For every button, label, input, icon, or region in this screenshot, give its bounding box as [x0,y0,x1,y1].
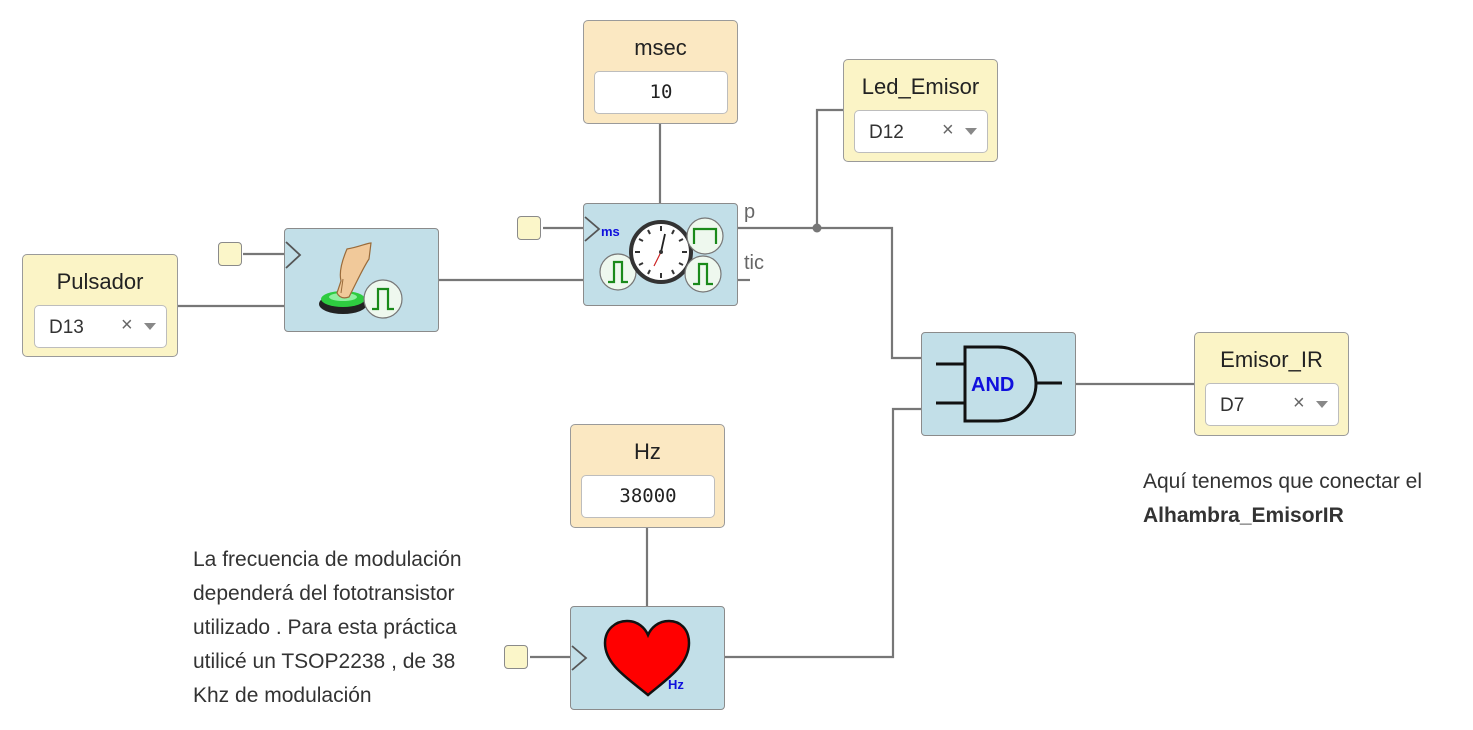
connect-comment: Aquí tenemos que conectar el Alhambra_Em… [1143,465,1422,533]
pulse-icon [684,255,722,293]
connect-comment-line: Aquí tenemos que conectar el [1143,470,1423,493]
clock-input-triangle [584,216,601,242]
pulsador-pin-value: D13 [49,317,84,338]
heart-icon [603,619,691,697]
button-module-art [285,241,403,319]
emisor-ir-output-block[interactable]: Emisor_IR D7 × [1194,332,1349,436]
and-gate-label: AND [971,374,1014,396]
frequency-comment-line: Khz de modulación [193,684,372,707]
led-emisor-pin-select[interactable]: D12 × [854,110,988,153]
timer-port-p: p [744,201,756,223]
clear-icon[interactable]: × [942,119,954,141]
chevron-down-icon[interactable] [1316,401,1328,408]
frequency-comment-line: La frecuencia de modulación [193,548,462,571]
connect-comment-bold: Alhambra_EmisorIR [1143,504,1344,527]
timer-module-art: ms [584,216,724,293]
heart-module-art: Hz [571,619,691,697]
clock-input-square-timer[interactable] [517,216,541,240]
hz-label: Hz [634,439,661,464]
frequency-comment-line: dependerá del fototransistor [193,582,455,605]
and-gate-module[interactable]: AND [921,332,1076,436]
led-emisor-output-block[interactable]: Led_Emisor D12 × [843,59,998,162]
frequency-generator-module[interactable]: Hz [570,606,725,710]
pulse-icon [363,279,403,319]
clock-input-triangle [285,241,302,269]
clock-input-square-button[interactable] [218,242,242,266]
frequency-comment-line: utilizado . Para esta práctica [193,616,457,639]
msec-label: msec [634,35,687,60]
wire-junction [812,223,822,233]
pulse-icon [599,253,637,291]
emisor-ir-pin-select[interactable]: D7 × [1205,383,1339,426]
clock-input-triangle [571,645,588,671]
timer-port-tic: tic [744,252,764,274]
hz-constant-block[interactable]: Hz 38000 [570,424,725,528]
heart-tag: Hz [668,677,684,692]
frequency-comment-line: utilicé un TSOP2238 , de 38 [193,650,456,673]
msec-constant-block[interactable]: msec 10 [583,20,738,124]
chevron-down-icon[interactable] [965,128,977,135]
hand-press-icon [319,242,372,314]
wire-timer-p [737,226,921,360]
pulsador-label: Pulsador [56,269,144,294]
wire-heart-to-and [723,407,921,659]
pulsador-pin-select[interactable]: D13 × [34,305,167,348]
msec-value-field[interactable]: 10 [594,71,728,114]
and-gate-art: AND [936,345,1062,423]
timer-module[interactable]: ms [583,203,738,306]
chevron-down-icon[interactable] [144,323,156,330]
clear-icon[interactable]: × [1293,392,1305,414]
pulsador-input-block[interactable]: Pulsador D13 × [22,254,178,357]
hz-value-field[interactable]: 38000 [581,475,715,518]
frequency-comment: La frecuencia de modulación dependerá de… [193,543,462,713]
led-emisor-pin-value: D12 [869,122,904,143]
pulse-icon [686,217,724,255]
emisor-ir-pin-value: D7 [1220,395,1245,416]
button-module[interactable] [284,228,439,332]
clock-icon [629,220,693,284]
wire-p-to-led [815,108,843,228]
timer-tag: ms [601,224,620,239]
clock-input-square-heart[interactable] [504,645,528,669]
clear-icon[interactable]: × [121,314,133,336]
emisor-ir-label: Emisor_IR [1220,347,1323,372]
led-emisor-label: Led_Emisor [861,74,980,99]
